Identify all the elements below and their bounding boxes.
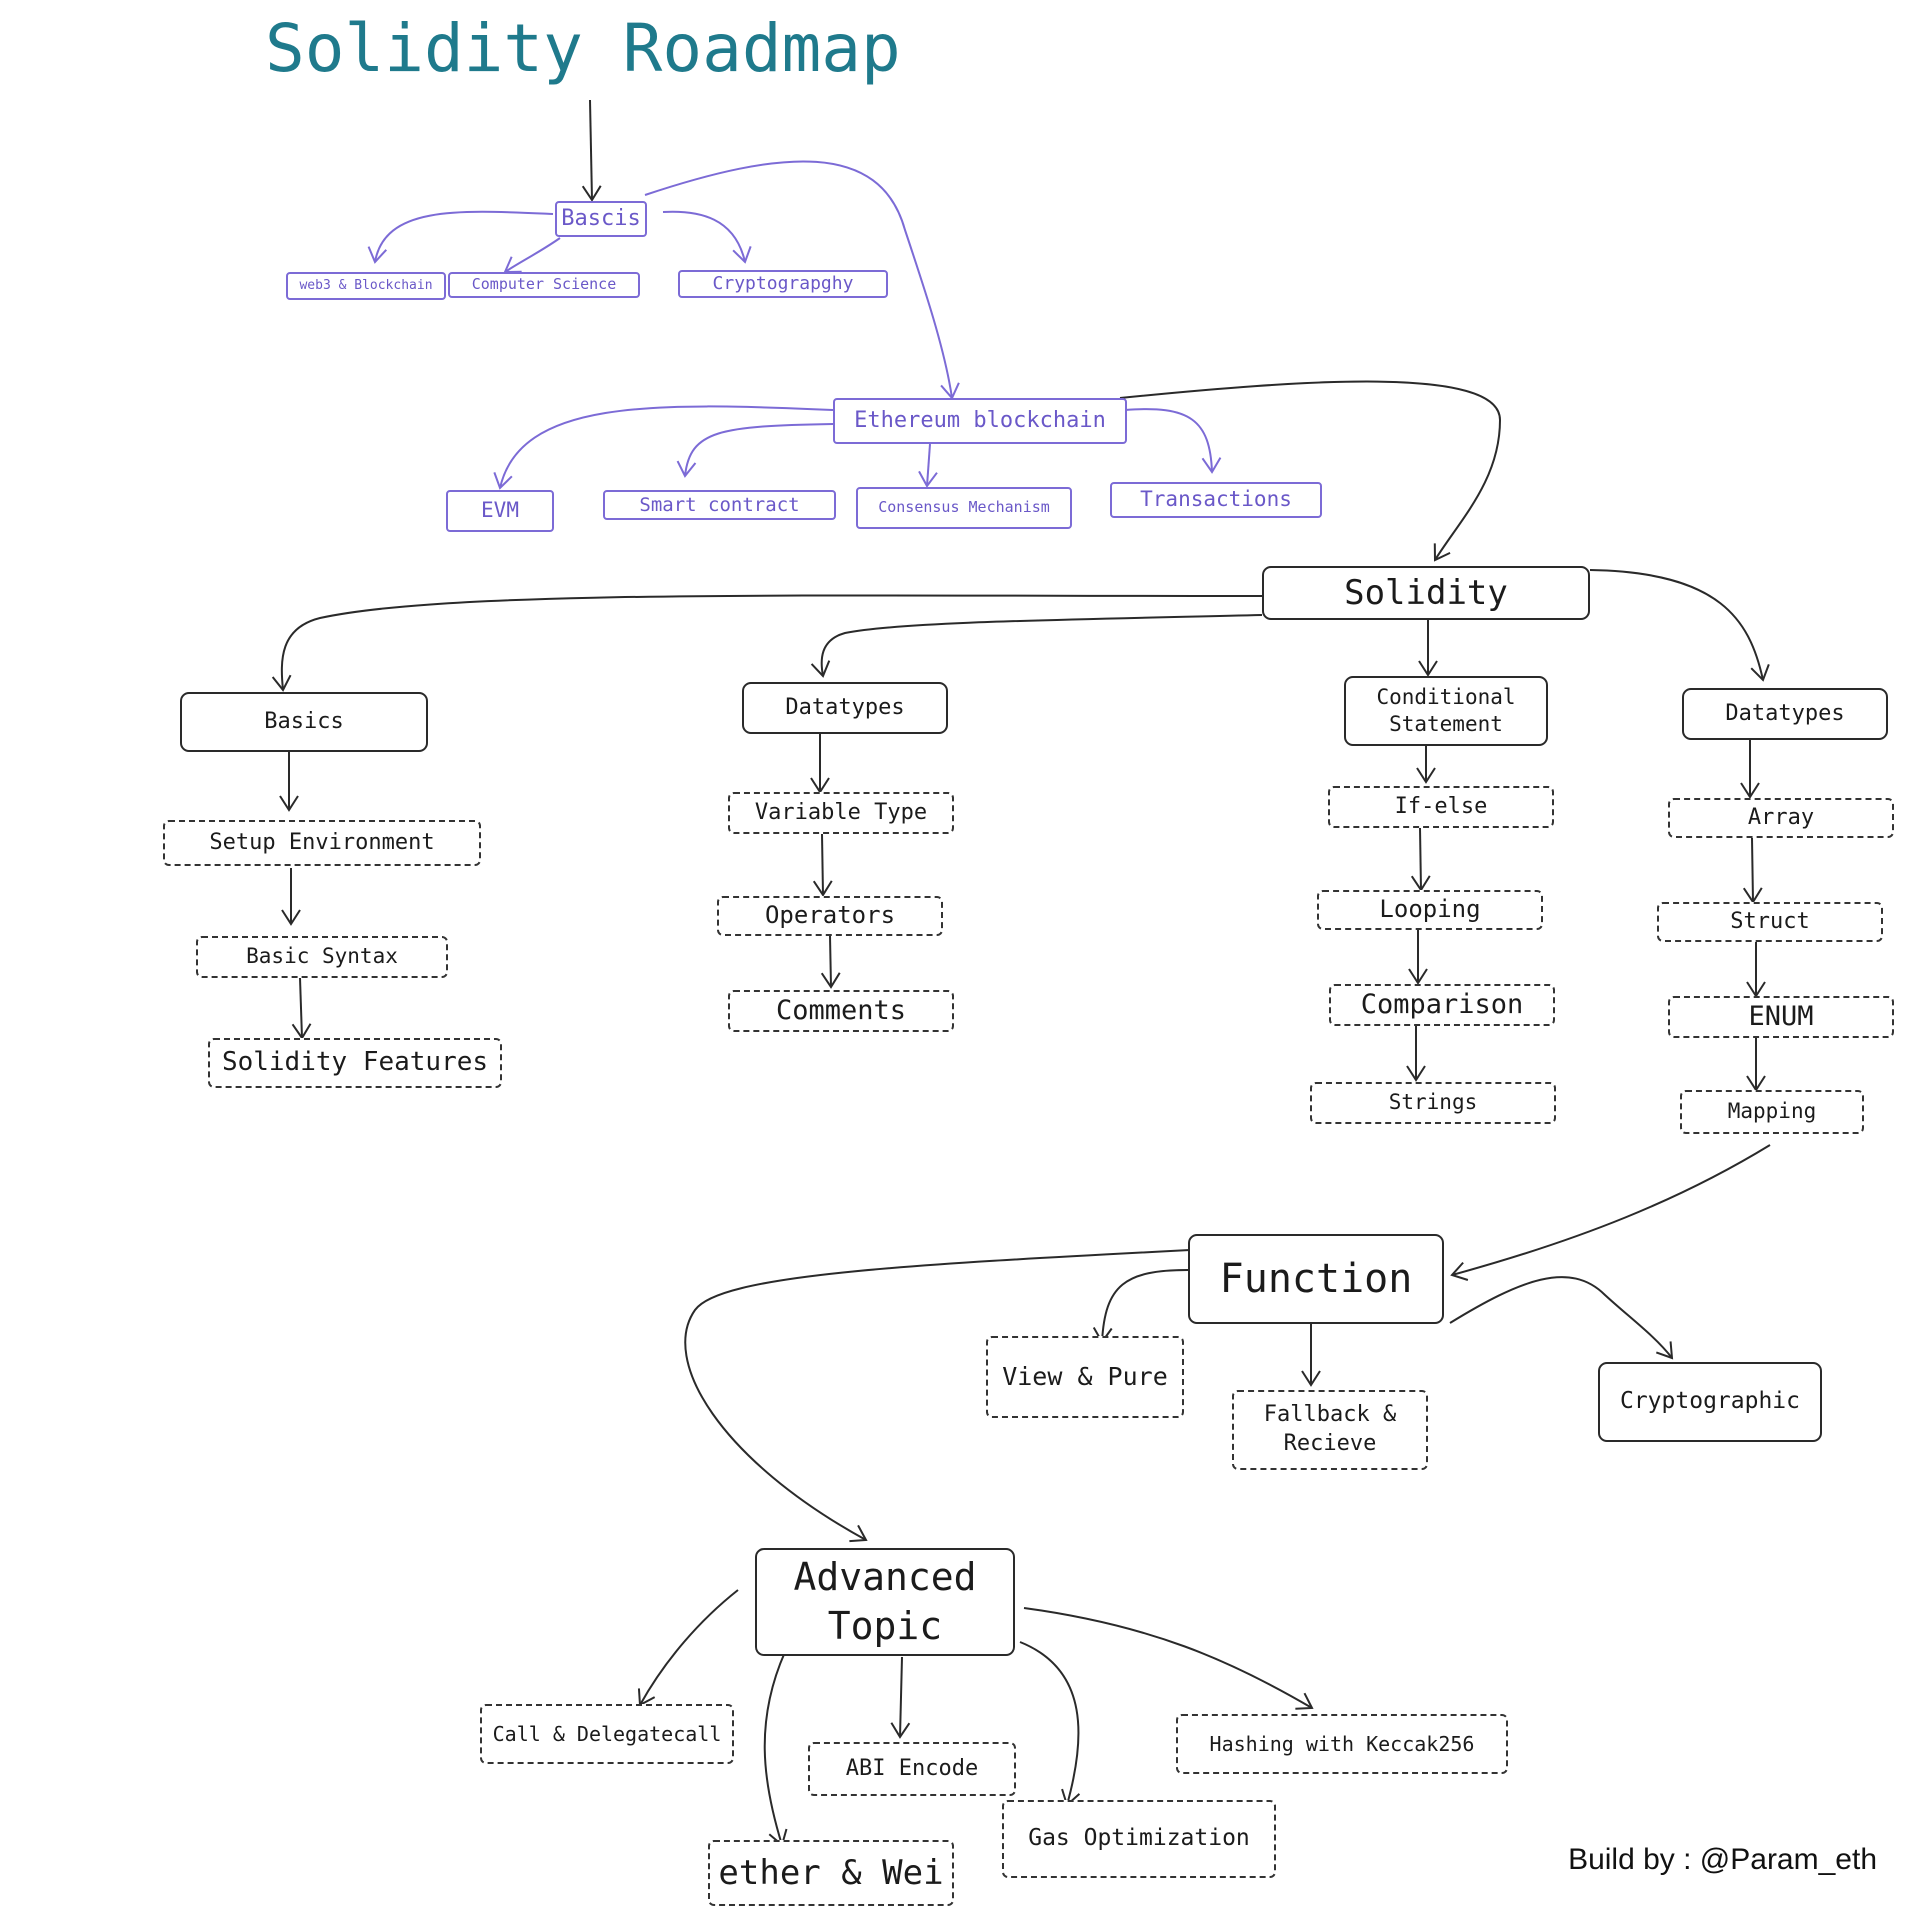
arrow-adv-ether — [763, 1651, 788, 1847]
node-function: Function — [1188, 1234, 1444, 1324]
node-mapping: Mapping — [1680, 1090, 1864, 1134]
node-solidity-basics: Basics — [180, 692, 428, 752]
node-abi-encode: ABI Encode — [808, 1742, 1016, 1796]
arrow-func-view — [1092, 1269, 1189, 1344]
node-comments: Comments — [728, 990, 954, 1032]
arrow-func-crypto — [1449, 1276, 1674, 1360]
node-hashing-keccak256: Hashing with Keccak256 — [1176, 1714, 1508, 1774]
node-fallback-recieve: Fallback & Recieve — [1232, 1390, 1428, 1470]
arrow-basics-web3 — [367, 210, 554, 264]
node-consensus-mechanism: Consensus Mechanism — [856, 487, 1072, 529]
node-solidity-features: Solidity Features — [208, 1038, 502, 1088]
arrow-eth-transactions — [1124, 408, 1222, 474]
node-strings: Strings — [1310, 1082, 1556, 1124]
arrow-eth-solidity — [1119, 380, 1502, 562]
arrow-adv-abi — [890, 1656, 911, 1739]
node-if-else: If-else — [1328, 786, 1554, 828]
arrow-variable-operators — [812, 833, 833, 897]
node-enum: ENUM — [1668, 996, 1894, 1038]
node-struct: Struct — [1657, 902, 1883, 942]
arrow-basics-ethereum — [644, 160, 960, 400]
node-ether-wei: ether & Wei — [708, 1840, 954, 1906]
node-datatypes-right: Datatypes — [1682, 688, 1888, 740]
arrow-operators-comments — [820, 935, 841, 989]
node-web3-blockchain: web3 & Blockchain — [286, 272, 446, 300]
arrow-eth-consensus — [918, 443, 938, 488]
node-call-delegatecall: Call & Delegatecall — [480, 1704, 734, 1764]
arrow-adv-hashing — [1023, 1607, 1314, 1710]
node-comparison: Comparison — [1329, 984, 1555, 1026]
arrow-func-advanced — [684, 1249, 1191, 1543]
node-datatypes-left: Datatypes — [742, 682, 948, 734]
node-solidity: Solidity — [1262, 566, 1590, 620]
node-cryptographic: Cryptographic — [1598, 1362, 1822, 1442]
page-title: Solidity Roadmap — [265, 10, 901, 87]
node-conditional-statement: Conditional Statement — [1344, 676, 1548, 746]
node-variable-type: Variable Type — [728, 792, 954, 834]
node-basic-syntax: Basic Syntax — [196, 936, 448, 978]
node-smart-contract: Smart contract — [603, 490, 836, 520]
arrow-eth-smart — [676, 423, 834, 478]
arrow-adv-gas — [1019, 1641, 1081, 1807]
arrow-basics-crypto — [662, 210, 752, 264]
node-setup-environment: Setup Environment — [163, 820, 481, 866]
arrow-basics-cs — [503, 237, 561, 274]
arrow-syntax-features — [291, 977, 312, 1040]
arrow-title-basics — [581, 99, 602, 202]
node-bascis: Bascis — [555, 201, 647, 237]
author-credit: Build by : @Param_eth — [1568, 1843, 1877, 1876]
node-looping: Looping — [1317, 890, 1543, 930]
arrow-mapping-function — [1450, 1144, 1771, 1281]
node-evm: EVM — [446, 490, 554, 532]
node-array: Array — [1668, 798, 1894, 838]
arrow-eth-evm — [493, 405, 834, 490]
arrow-adv-call — [637, 1589, 739, 1707]
node-cryptography: Cryptograpghy — [678, 270, 888, 298]
node-advanced-topic: Advanced Topic — [755, 1548, 1015, 1656]
arrow-sol-datatypes1 — [810, 614, 1263, 678]
node-transactions: Transactions — [1110, 482, 1322, 518]
node-gas-optimization: Gas Optimization — [1002, 1800, 1276, 1878]
node-operators: Operators — [717, 896, 943, 936]
node-computer-science: Computer Science — [448, 272, 640, 298]
arrow-ifelse-looping — [1410, 827, 1431, 892]
node-ethereum-blockchain: Ethereum blockchain — [833, 398, 1127, 444]
node-view-pure: View & Pure — [986, 1336, 1184, 1418]
arrow-sol-basics — [271, 594, 1263, 692]
arrow-sol-datatypes2 — [1589, 569, 1770, 682]
arrow-array-struct — [1742, 837, 1763, 904]
